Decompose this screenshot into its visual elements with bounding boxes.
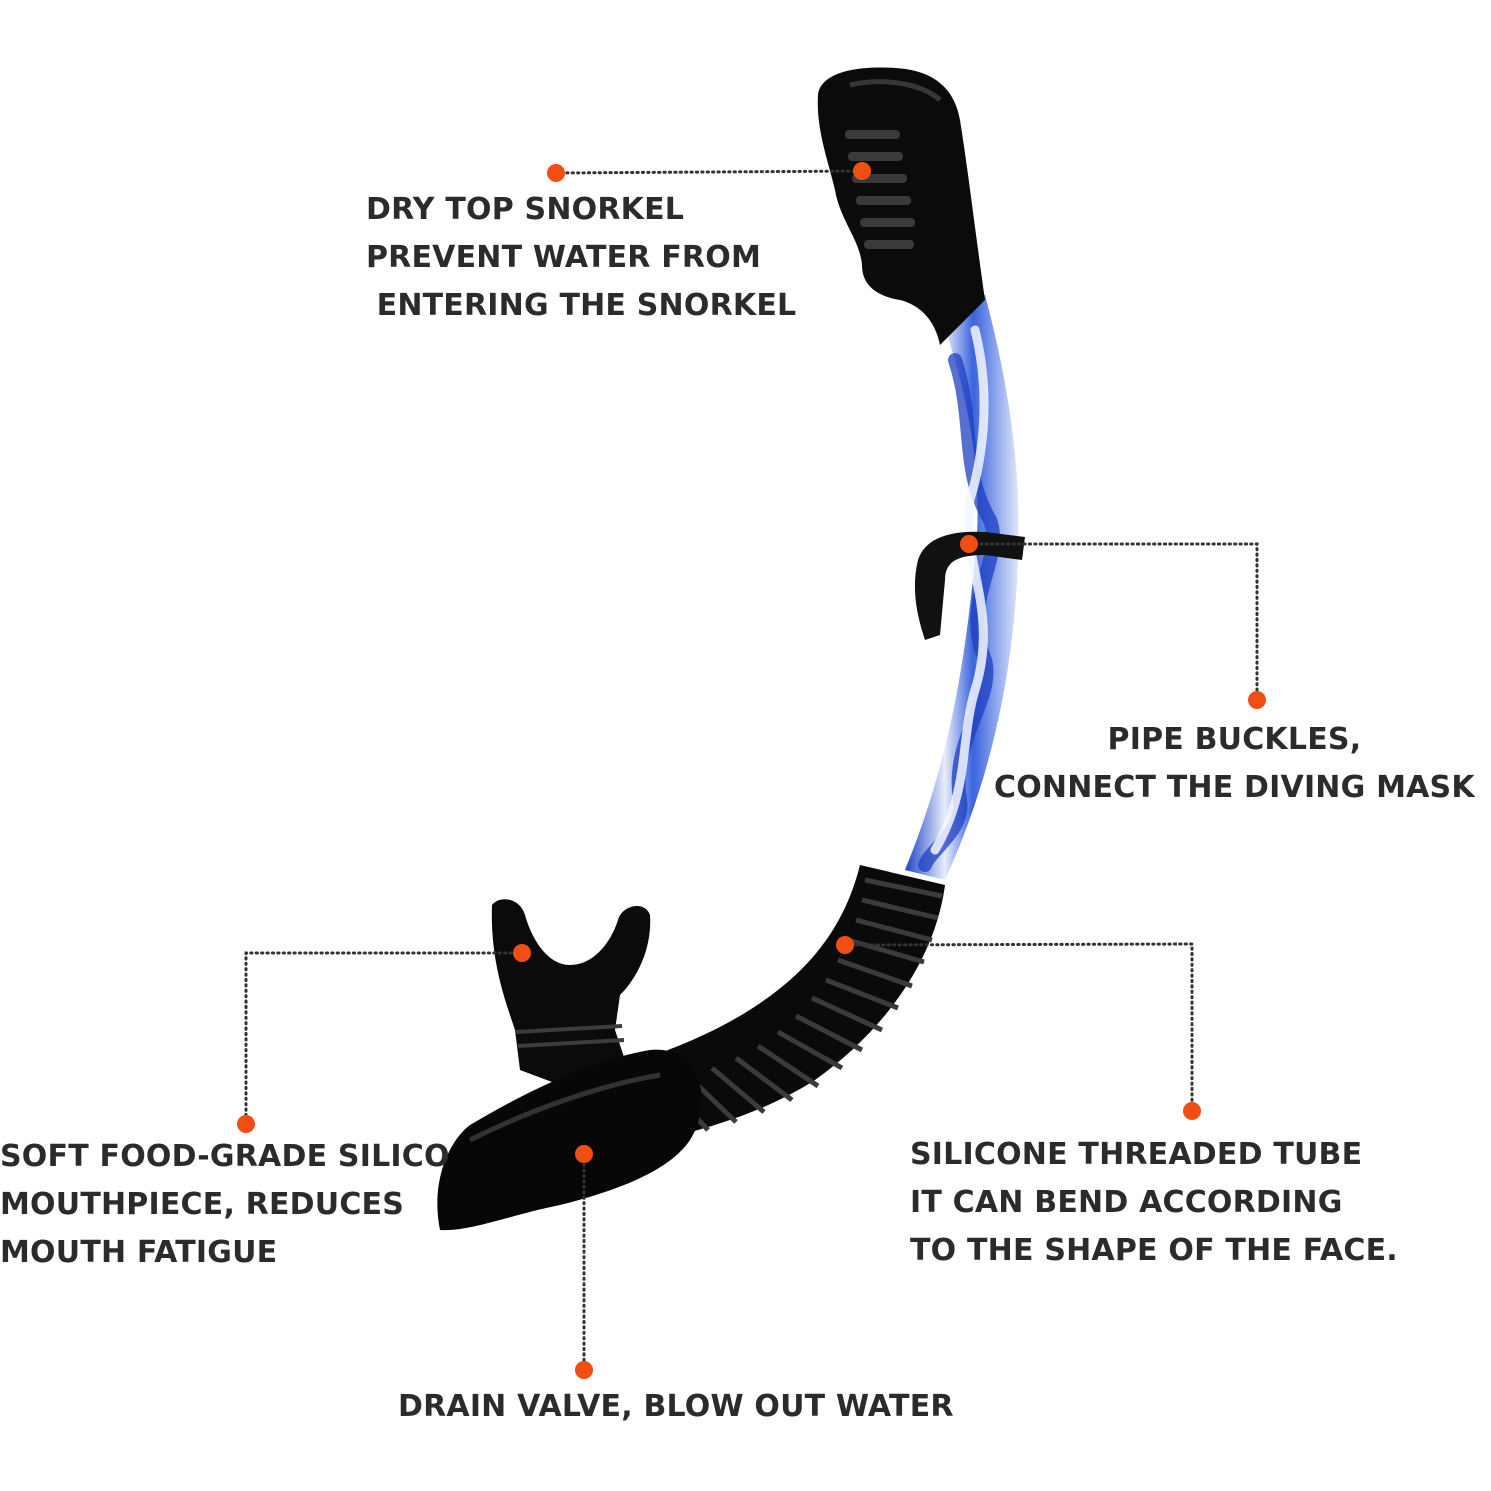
mouthpiece bbox=[491, 899, 651, 1085]
leader-dry-top bbox=[554, 169, 864, 175]
callout-pipe-buckles: PIPE BUCKLES, CONNECT THE DIVING MASK bbox=[994, 716, 1475, 812]
leader-threaded-tube bbox=[843, 942, 1194, 1113]
dry-top-vents bbox=[845, 130, 915, 249]
main-tube bbox=[905, 295, 1019, 880]
callout-line: CONNECT THE DIVING MASK bbox=[994, 770, 1475, 805]
leader-pipe-buckles bbox=[968, 542, 1259, 702]
dry-top-highlight bbox=[849, 79, 942, 102]
callout-line: SILICONE THREADED TUBE bbox=[910, 1137, 1363, 1172]
callout-threaded-tube: SILICONE THREADED TUBE IT CAN BEND ACCOR… bbox=[910, 1131, 1398, 1275]
callout-line: DRY TOP SNORKEL bbox=[366, 192, 685, 227]
callout-dry-top: DRY TOP SNORKEL PREVENT WATER FROM ENTER… bbox=[366, 186, 796, 330]
snorkel-icon bbox=[437, 67, 1025, 1231]
callout-line: TO THE SHAPE OF THE FACE. bbox=[910, 1233, 1398, 1268]
leader-lines bbox=[244, 169, 1259, 1372]
dry-top-valve bbox=[817, 67, 985, 345]
marker-dot bbox=[853, 162, 871, 180]
thread-ribs bbox=[662, 877, 943, 1132]
marker-dot bbox=[960, 535, 978, 553]
callout-mouthpiece: SOFT FOOD-GRADE SILICONE MOUTHPIECE, RED… bbox=[0, 1133, 450, 1277]
marker-dot bbox=[513, 944, 531, 962]
callout-line: IT CAN BEND ACCORDING bbox=[910, 1185, 1343, 1220]
marker-dot bbox=[237, 1115, 255, 1133]
callout-drain-valve: DRAIN VALVE, BLOW OUT WATER bbox=[398, 1383, 954, 1431]
marker-dot bbox=[575, 1361, 593, 1379]
leader-mouthpiece bbox=[244, 951, 524, 1126]
callout-line: DRAIN VALVE, BLOW OUT WATER bbox=[398, 1389, 954, 1424]
callout-line: MOUTHPIECE, REDUCES bbox=[0, 1187, 405, 1222]
marker-dot bbox=[1248, 691, 1266, 709]
marker-dot bbox=[836, 936, 854, 954]
callout-line: SOFT FOOD-GRADE SILICONE bbox=[0, 1139, 450, 1174]
drain-valve-sheen bbox=[468, 1072, 661, 1143]
tube-swirl-light bbox=[930, 325, 989, 855]
callout-line: PREVENT WATER FROM bbox=[366, 240, 761, 275]
marker-dot bbox=[575, 1145, 593, 1163]
pipe-buckle bbox=[914, 531, 1025, 640]
marker-dots bbox=[237, 162, 1266, 1379]
callout-line: ENTERING THE SNORKEL bbox=[366, 288, 797, 323]
mouthpiece-bands bbox=[515, 1024, 625, 1048]
callout-line: PIPE BUCKLES, bbox=[1107, 722, 1362, 757]
drain-valve-body bbox=[437, 1049, 702, 1231]
callout-line: MOUTH FATIGUE bbox=[0, 1235, 278, 1270]
marker-dot bbox=[547, 164, 565, 182]
marker-dot bbox=[1183, 1102, 1201, 1120]
